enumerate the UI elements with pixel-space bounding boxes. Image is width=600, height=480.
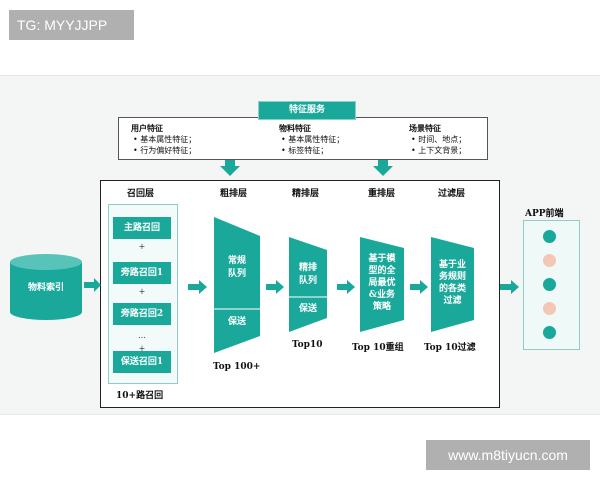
- rerank-footer: Top 10重组: [352, 343, 404, 353]
- coarse-layer-title: 粗排层: [220, 189, 248, 199]
- item-feature-item: 标签特征；: [288, 146, 329, 155]
- coarse-bottom-text: 保送: [227, 317, 246, 327]
- recall-box-side-1: 旁路召回1: [113, 262, 171, 284]
- scene-features: 场景特征 • 时间、地点； • 上下文背景；: [409, 123, 467, 155]
- filter-layer-title: 过滤层: [438, 189, 466, 199]
- flow-arrow: [266, 280, 284, 294]
- recall-separator: …: [138, 331, 146, 340]
- app-title: APP前端: [525, 209, 564, 219]
- app-dot: [543, 278, 556, 291]
- app-dot: [543, 326, 556, 339]
- fine-top-text: 精排 队列: [298, 263, 317, 286]
- flow-arrow: [337, 280, 355, 294]
- user-feature-item: 基本属性特征；: [140, 135, 197, 144]
- rerank-layer-title: 重排层: [368, 189, 396, 199]
- fine-funnel: [289, 237, 327, 332]
- rerank-text: 基于模 型的全 局最优 &业务 策略: [368, 254, 396, 312]
- filter-funnel: [431, 237, 474, 332]
- recall-box-guarantee: 保送召回1: [113, 351, 171, 373]
- app-dot: [543, 302, 556, 315]
- user-feature-item: 行为偏好特征；: [140, 146, 197, 155]
- flow-arrow: [410, 280, 428, 294]
- item-features: 物料特征 • 基本属性特征； • 标签特征；: [279, 123, 345, 155]
- flow-arrow: [500, 280, 519, 294]
- rerank-funnel: [360, 237, 404, 332]
- user-features-title: 用户特征: [131, 123, 163, 133]
- user-features: 用户特征 • 基本属性特征； • 行为偏好特征；: [131, 123, 197, 155]
- feature-service-title: 特征服务: [258, 101, 356, 120]
- item-feature-item: 基本属性特征；: [288, 135, 345, 144]
- watermark-bottom-right: www.m8tiyucn.com: [426, 440, 590, 470]
- filter-footer: Top 10过滤: [424, 343, 476, 353]
- app-dot: [543, 254, 556, 267]
- fine-layer-title: 精排层: [292, 189, 320, 199]
- item-features-title: 物料特征: [279, 123, 311, 133]
- scene-feature-item: 时间、地点；: [418, 135, 467, 144]
- recall-separator: +: [138, 242, 146, 251]
- flow-arrow: [188, 280, 207, 294]
- watermark-top-left: TG: MYYJJPP: [9, 10, 134, 40]
- feature-service-box: 用户特征 • 基本属性特征； • 行为偏好特征； 物料特征 • 基本属性特征； …: [118, 117, 488, 160]
- coarse-top-text: 常规 队列: [227, 256, 246, 279]
- fine-bottom-text: 保送: [298, 304, 317, 314]
- recall-box-side-2: 旁路召回2: [113, 303, 171, 325]
- recall-footer: 10+路召回: [116, 391, 164, 401]
- fine-footer: Top10: [292, 340, 323, 350]
- source-cylinder: [10, 254, 82, 320]
- scene-features-title: 场景特征: [409, 123, 441, 133]
- source-label-text: 物料索引: [27, 283, 64, 293]
- feature-down-arrow: [373, 160, 393, 176]
- app-dot: [543, 230, 556, 243]
- coarse-footer: Top 100+: [213, 362, 261, 372]
- flow-arrow: [84, 278, 101, 292]
- coarse-funnel: [214, 217, 260, 353]
- filter-text: 基于业 务规则 的各类 过滤: [438, 260, 466, 306]
- recall-box-main: 主路召回: [113, 217, 171, 239]
- source-label: 物料索引: [10, 282, 82, 295]
- recall-layer-title: 召回层: [127, 189, 155, 199]
- recall-separator: +: [138, 287, 146, 296]
- feature-down-arrow: [220, 160, 240, 176]
- recall-separator: +: [138, 344, 146, 353]
- scene-feature-item: 上下文背景；: [418, 146, 467, 155]
